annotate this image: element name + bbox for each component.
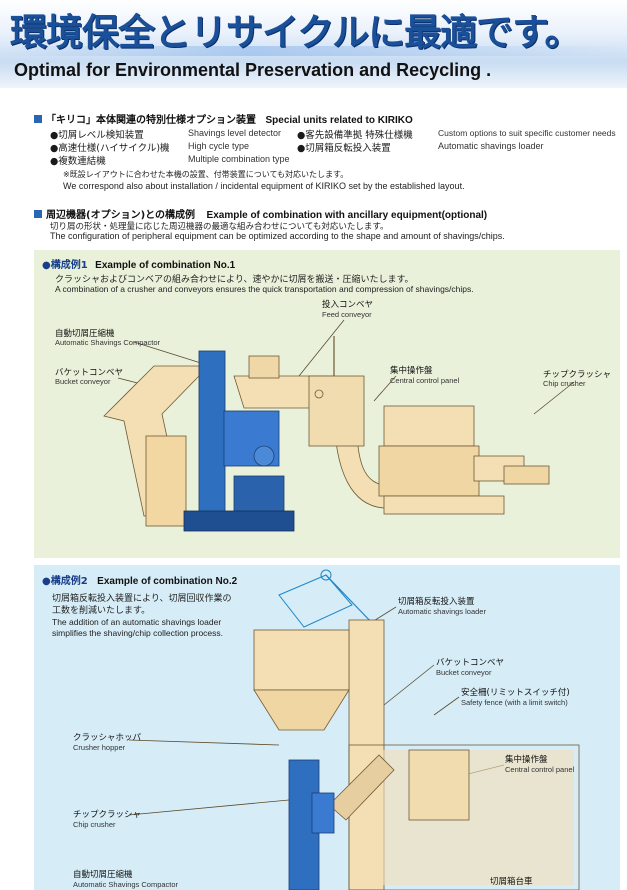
page-title-jp: 環境保全とリサイクルに最適です。 (10, 10, 581, 54)
special-units-heading: 「キリコ」本体関連の特別仕様オプション装置 Special units rela… (34, 111, 413, 126)
special-item-3-jp: ●複数連結機 (50, 156, 106, 167)
ex2-loader-label-en: Automatic shavings loader (398, 607, 486, 616)
ex2-hopper-label-jp: クラッシャホッパ (73, 733, 142, 743)
ex1-crusher-label-jp: チップクラッシャ (543, 370, 612, 380)
ex1-crusher-label-en: Chip crusher (543, 379, 586, 388)
special-item-4-jp: ●客先設備準拠 特殊仕様機 (297, 130, 413, 141)
square-bullet-icon (34, 210, 42, 218)
ex2-fence-label-en: Safety fence (with a limit switch) (461, 698, 568, 707)
combination-desc-en: The configuration of peripheral equipmen… (50, 231, 505, 241)
ex1-panel-label-en: Central control panel (390, 376, 460, 385)
example-2-desc-jp-1: 切屑箱反転投入装置により、切屑回収作業の (52, 594, 232, 604)
special-units-note-jp: ※既設レイアウトに合わせた本機の設置、付帯装置についても対応いたします。 (63, 170, 349, 179)
combination-desc-jp: 切り屑の形状・処理量に応じた周辺機器の最適な組み合わせについても対応いたします。 (50, 222, 389, 232)
special-item-2-jp: ●高速仕様(ハイサイクル)機 (50, 143, 170, 154)
ex2-cart-label-jp: 切屑箱台車 (490, 877, 533, 887)
special-item-4-en: Custom options to suit specific customer… (438, 128, 616, 138)
ex1-feed-label-jp: 投入コンベヤ (322, 300, 374, 310)
ex2-compactor-label-en: Automatic Shavings Compactor (73, 880, 179, 889)
special-item-5-jp: ●切屑箱反転投入装置 (297, 143, 391, 154)
example-1-title-en: Example of combination No.1 (95, 260, 236, 271)
example-2-desc-en-1: The addition of an automatic shavings lo… (52, 617, 222, 627)
ex1-compactor-label-en: Automatic Shavings Compactor (55, 338, 161, 347)
example-2-title: ●構成例2 Example of combination No.2 (42, 572, 237, 587)
hero-banner: 環境保全とリサイクルに最適です。 Optimal for Environment… (0, 0, 627, 88)
ex2-hopper-label-en: Crusher hopper (73, 743, 126, 752)
example-2-title-en: Example of combination No.2 (97, 576, 238, 587)
page-title-en: Optimal for Environmental Preservation a… (14, 60, 492, 80)
ex2-compactor-label-jp: 自動切屑圧縮機 (73, 870, 133, 880)
combination-heading-en: Example of combination with ancillary eq… (206, 210, 488, 221)
ex1-feed-label-en: Feed conveyor (322, 310, 372, 319)
ex2-crusher-label-jp: チップクラッシャ (73, 810, 142, 820)
example-2-diagram (128, 569, 580, 890)
ex1-compactor-label-jp: 自動切屑圧縮機 (55, 329, 115, 339)
special-item-2-en: High cycle type (188, 141, 250, 151)
example-2-desc-en-2: simplifies the shaving/chip collection p… (52, 628, 224, 638)
ex1-panel-label-jp: 集中操作盤 (390, 366, 433, 376)
ex2-bucket-label-en: Bucket conveyor (436, 668, 492, 677)
special-units-heading-en: Special units related to KIRIKO (265, 115, 413, 126)
banner-glow (0, 46, 627, 56)
example-1-title: ●構成例1 Example of combination No.1 (42, 256, 235, 271)
ex2-loader-label-jp: 切屑箱反転投入装置 (398, 597, 475, 607)
special-item-3-en: Multiple combination type (188, 154, 290, 164)
ex1-bucket-label-jp: バケットコンベヤ (55, 368, 124, 378)
ex2-panel-label-en: Central control panel (505, 765, 575, 774)
example-1-desc-jp: クラッシャおよびコンベアの組み合わせにより、速やかに切屑を搬送・圧縮いたします。 (55, 275, 414, 285)
combination-heading-jp: 周辺機器(オプション)との構成例 (46, 210, 196, 221)
special-units-heading-jp: 「キリコ」本体関連の特別仕様オプション装置 (46, 115, 256, 126)
example-2-title-jp: ●構成例2 (42, 576, 88, 587)
example-1-title-jp: ●構成例1 (42, 260, 88, 271)
ex2-bucket-label-jp: バケットコンベヤ (436, 658, 505, 668)
combination-heading: 周辺機器(オプション)との構成例 Example of combination … (34, 206, 487, 221)
special-item-1-en: Shavings level detector (188, 128, 282, 138)
ex2-fence-label-jp: 安全柵(リミットスイッチ付) (461, 688, 570, 698)
ex1-bucket-label-en: Bucket conveyor (55, 377, 111, 386)
square-bullet-icon (34, 115, 42, 123)
example-1-diagram (103, 319, 575, 532)
special-units-note-en: We correspond also about installation / … (63, 181, 465, 191)
example-2-desc-jp-2: 工数を削減いたします。 (52, 606, 151, 616)
special-item-1-jp: ●切屑レベル検知装置 (50, 130, 144, 141)
example-1-desc-en: A combination of a crusher and conveyors… (55, 284, 474, 294)
special-item-5-en: Automatic shavings loader (438, 141, 544, 151)
ex2-crusher-label-en: Chip crusher (73, 820, 116, 829)
ex2-panel-label-jp: 集中操作盤 (505, 755, 548, 765)
